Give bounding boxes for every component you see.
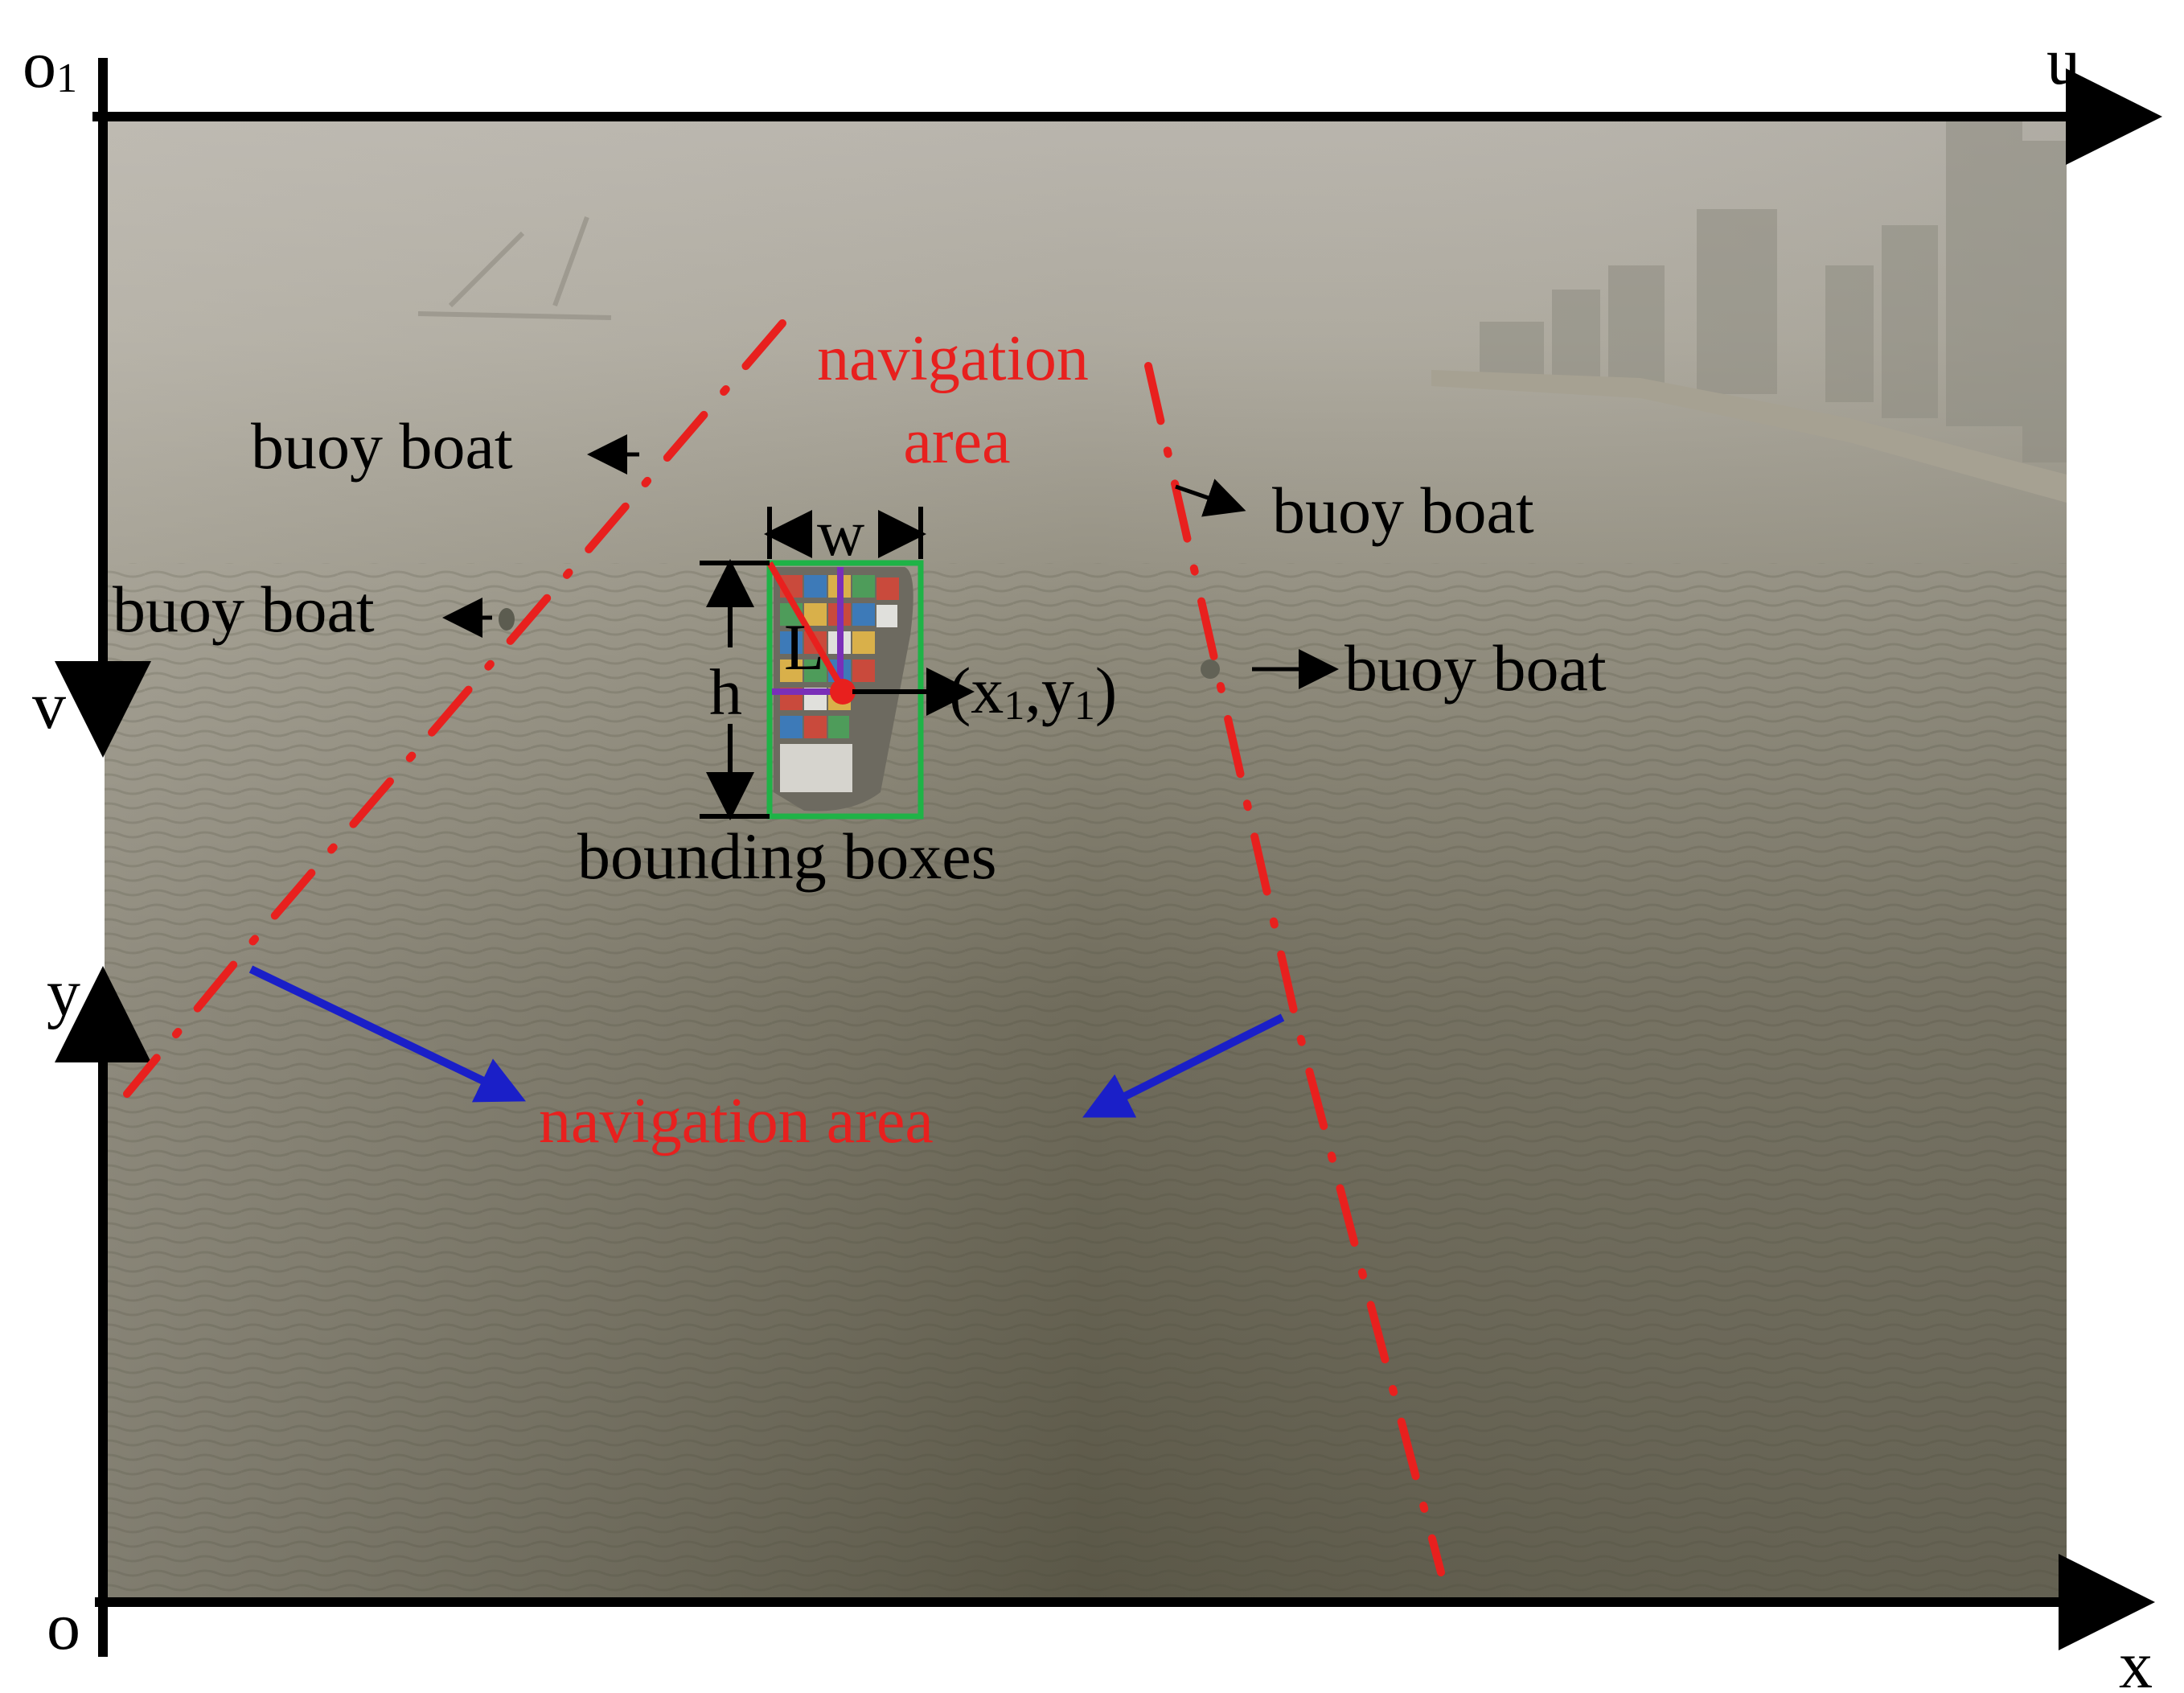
right-boundary-line: [1144, 362, 1445, 1576]
buoy-callout-arrows: [442, 434, 1339, 689]
x-axis-label: x: [2119, 1628, 2153, 1689]
buoy-boat-label: buoy boat: [113, 573, 375, 646]
ship-center-point: [830, 679, 856, 705]
world-coordinate-axes: [55, 966, 2155, 1657]
image-coordinate-axes: [55, 58, 2162, 758]
buoy-boat-marker: [1201, 660, 1220, 679]
pointer-arrows: [248, 965, 1285, 1118]
buoy-boat-label: buoy boat: [1272, 474, 1534, 547]
dimension-lines: [700, 507, 926, 820]
left-boundary-line: [123, 319, 786, 1098]
city-skyline: [1480, 121, 2067, 462]
navigation-area-bottom-label: navigation area: [539, 1086, 934, 1157]
center-coordinate-label: (x1,y1): [949, 654, 1117, 729]
bounding-boxes-label: bounding boxes: [577, 820, 997, 893]
shoreline: [1431, 370, 2067, 503]
length-label: L: [784, 610, 824, 684]
v-axis-label: v: [32, 668, 66, 743]
u-axis-label: u: [2046, 24, 2080, 99]
navigation-area-top-label-line2: area: [903, 406, 1010, 477]
buoy-boat-label: buoy boat: [1344, 631, 1607, 705]
y-axis-label: y: [47, 955, 80, 1030]
buoy-arrow-3: [1175, 479, 1246, 517]
origin-o1-label: o1: [23, 27, 77, 102]
left-pointer-arrow: [248, 965, 527, 1103]
right-pointer-arrow: [1082, 1013, 1285, 1118]
navigation-boundary: [123, 319, 1445, 1576]
origin-o-label: o: [47, 1589, 80, 1664]
buoy-boat-label: buoy boat: [251, 409, 513, 483]
width-label: w: [817, 496, 864, 569]
navigation-area-top-label: navigation: [817, 323, 1089, 394]
container-ship: [766, 560, 975, 820]
height-label: h: [709, 655, 742, 729]
length-line: [766, 561, 846, 692]
buoy-boat-marker: [499, 608, 515, 631]
distant-cranes: [417, 216, 612, 320]
river-photo: [105, 117, 2067, 1601]
